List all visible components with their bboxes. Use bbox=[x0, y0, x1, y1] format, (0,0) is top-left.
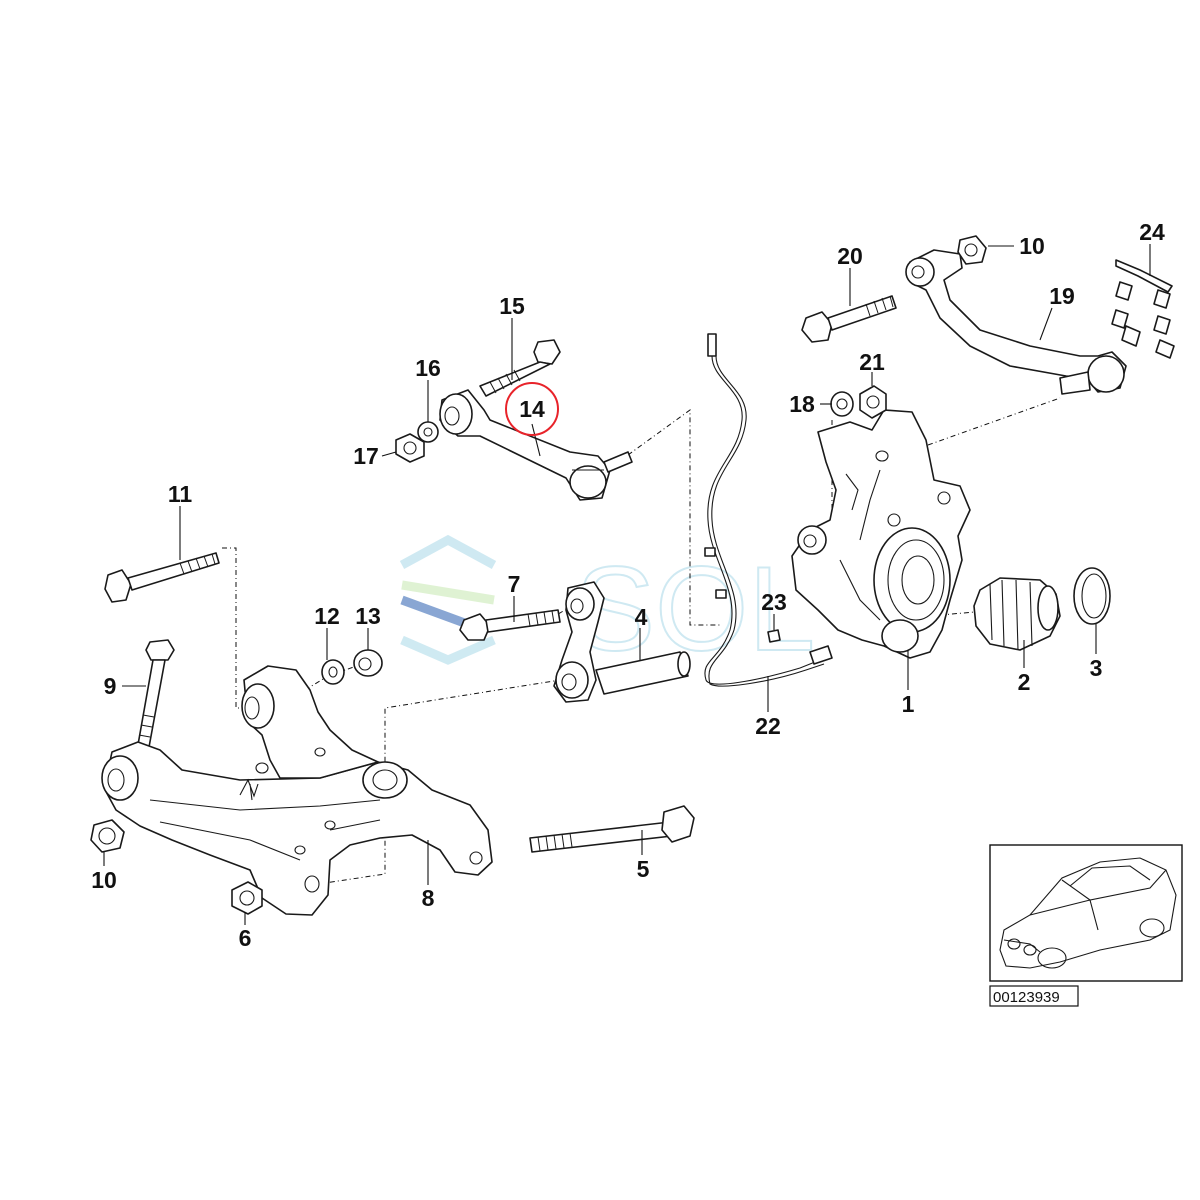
leader-lines bbox=[103, 244, 1151, 925]
wheel-bearing-2 bbox=[973, 577, 1061, 651]
watermark-chevron-low bbox=[400, 595, 472, 630]
callout-9: 9 bbox=[104, 673, 117, 699]
watermark-text: SOL bbox=[575, 542, 815, 676]
wishbone-19 bbox=[905, 249, 1127, 395]
bushing-18 bbox=[830, 391, 854, 417]
callout-8: 8 bbox=[422, 885, 435, 911]
bolt-11 bbox=[104, 552, 220, 603]
bolt-5 bbox=[529, 805, 695, 853]
nut-10-upper bbox=[957, 235, 987, 265]
watermark: SOL bbox=[399, 534, 816, 677]
callout-17: 17 bbox=[353, 443, 379, 469]
car-icon bbox=[999, 857, 1177, 969]
callout-16: 16 bbox=[415, 355, 441, 381]
callout-labels: 1 2 3 4 5 6 7 8 9 10 10 11 12 13 14 15 1… bbox=[91, 219, 1165, 951]
callout-7: 7 bbox=[508, 571, 521, 597]
bushing-13 bbox=[353, 649, 383, 677]
bolt-9 bbox=[135, 639, 175, 759]
abs-sensor-22 bbox=[704, 333, 833, 687]
guide-line-19 bbox=[927, 397, 1061, 446]
callout-10-lower: 10 bbox=[91, 867, 117, 893]
control-arm-14 bbox=[439, 389, 633, 501]
callout-24: 24 bbox=[1139, 219, 1165, 245]
callout-1: 1 bbox=[902, 691, 915, 717]
callout-2: 2 bbox=[1018, 669, 1031, 695]
nut-6 bbox=[231, 881, 263, 915]
nut-17 bbox=[395, 433, 425, 463]
callout-23: 23 bbox=[761, 589, 787, 615]
washer-12 bbox=[321, 659, 345, 685]
vehicle-inset: 00123939 bbox=[989, 844, 1183, 1007]
link-4 bbox=[553, 581, 691, 703]
nut-10-lower bbox=[90, 819, 125, 853]
watermark-chevron-bottom bbox=[400, 635, 496, 665]
reference-number: 00123939 bbox=[993, 989, 1060, 1006]
callout-14: 14 bbox=[519, 396, 545, 422]
callout-3: 3 bbox=[1090, 655, 1103, 681]
bolt-15 bbox=[479, 339, 561, 397]
inset-frame bbox=[989, 844, 1183, 982]
leader-17 bbox=[381, 451, 397, 457]
guide-line-14 bbox=[627, 409, 720, 626]
subframe-8 bbox=[101, 665, 493, 916]
callout-11: 11 bbox=[168, 481, 193, 507]
highlight-circle-14 bbox=[505, 382, 559, 436]
callout-15: 15 bbox=[499, 293, 525, 319]
wheel-carrier-1 bbox=[791, 409, 971, 659]
bolt-20 bbox=[801, 295, 897, 343]
callout-13: 13 bbox=[355, 603, 381, 629]
callout-6: 6 bbox=[239, 925, 252, 951]
callout-12: 12 bbox=[314, 603, 340, 629]
callout-22: 22 bbox=[755, 713, 781, 739]
watermark-chevron-mid bbox=[401, 580, 495, 605]
snap-ring-3 bbox=[1073, 567, 1111, 625]
reference-number-box bbox=[989, 985, 1079, 1007]
leader-19 bbox=[1039, 307, 1053, 341]
callout-18: 18 bbox=[789, 391, 815, 417]
callout-21: 21 bbox=[859, 349, 885, 375]
screw-23 bbox=[767, 629, 781, 643]
callout-19: 19 bbox=[1049, 283, 1075, 309]
guide-line-11 bbox=[222, 547, 246, 709]
nut-21 bbox=[859, 385, 887, 419]
callout-4: 4 bbox=[635, 604, 648, 630]
watermark-chevron-top bbox=[399, 534, 497, 569]
washer-16 bbox=[417, 421, 439, 443]
callout-20: 20 bbox=[837, 243, 863, 269]
callout-5: 5 bbox=[637, 856, 650, 882]
leader-14 bbox=[531, 423, 541, 457]
callout-10-upper: 10 bbox=[1019, 233, 1045, 259]
bracket-24 bbox=[1111, 259, 1175, 359]
bolt-7 bbox=[459, 609, 561, 641]
